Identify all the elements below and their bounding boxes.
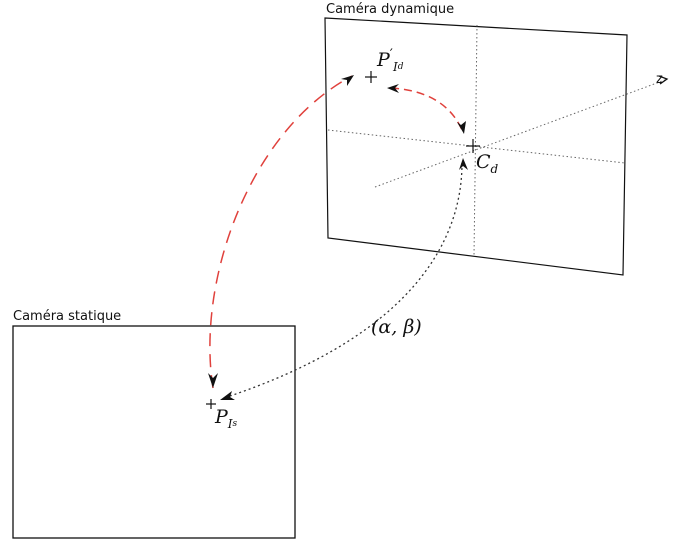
angle-correspondence-arc xyxy=(223,162,463,399)
dynamic-frame-vertical-guide xyxy=(473,24,478,257)
red-correspondence-arc-short xyxy=(390,87,463,131)
red-arc-long-arrowhead-top xyxy=(341,75,354,86)
angle-arc-arrowhead-bottom xyxy=(220,391,235,400)
optical-axis-line xyxy=(374,79,666,188)
red-arc-long-arrowhead-bottom xyxy=(208,373,218,388)
angle-arc-arrowhead-top xyxy=(459,158,468,170)
p-is-sub: I xyxy=(227,417,233,431)
p-id-prime-marker xyxy=(365,71,377,83)
p-is-subsub: s xyxy=(232,419,238,429)
c-d-marker xyxy=(466,139,480,153)
p-is-base: P xyxy=(215,406,228,428)
z-axis-arrowhead xyxy=(658,75,669,85)
z-axis-label: z xyxy=(656,72,663,87)
p-id-prime-label: P′Id xyxy=(377,48,404,73)
p-is-marker xyxy=(206,399,216,409)
static-camera-title: Caméra statique xyxy=(13,309,122,324)
p-id-prime-subsub: d xyxy=(397,62,404,72)
static-camera-frame xyxy=(12,325,296,539)
c-d-sub: d xyxy=(490,162,499,176)
p-id-prime-sub: I xyxy=(392,60,398,74)
red-arc-short-arrowhead-left xyxy=(387,84,399,93)
angle-label: (α, β) xyxy=(371,316,422,338)
red-correspondence-arc-long xyxy=(209,75,353,389)
p-is-label: PIs xyxy=(215,406,238,431)
c-d-base: C xyxy=(476,151,491,173)
dynamic-camera-title: Caméra dynamique xyxy=(326,2,455,17)
p-id-prime-prime: ′ xyxy=(389,47,393,63)
dynamic-camera-frame xyxy=(324,17,628,276)
c-d-label: Cd xyxy=(476,151,499,176)
p-id-prime-base: P xyxy=(377,49,390,71)
red-arc-short-arrowhead-right xyxy=(457,121,466,134)
